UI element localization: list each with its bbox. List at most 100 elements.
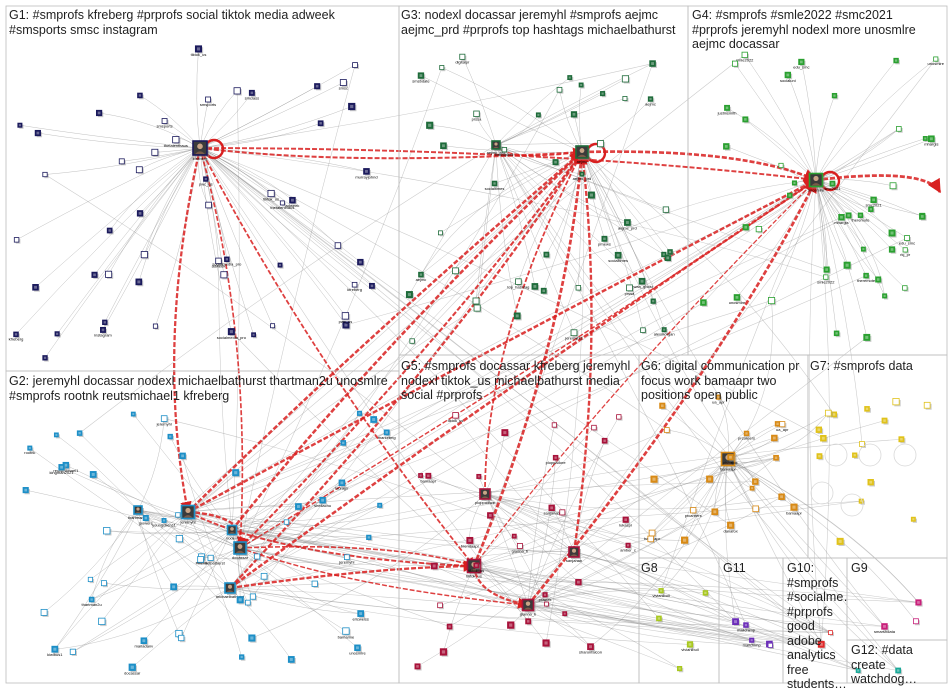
node-g5 bbox=[438, 603, 444, 609]
node-label: amber_c bbox=[620, 547, 636, 552]
node-g2: unosmlre bbox=[349, 645, 366, 656]
node-label: unosmlre bbox=[928, 61, 945, 66]
edge bbox=[579, 85, 582, 152]
edge bbox=[474, 64, 653, 566]
hub-label: unosmlre bbox=[808, 188, 825, 193]
node-g3 bbox=[663, 207, 670, 214]
node-g2 bbox=[131, 412, 137, 418]
edge bbox=[474, 501, 861, 566]
node-g3 bbox=[438, 231, 444, 237]
edge bbox=[496, 144, 601, 145]
hub-label: docassar bbox=[232, 555, 249, 560]
edge bbox=[197, 49, 200, 148]
node-label: ua_apr bbox=[776, 427, 789, 432]
edge bbox=[93, 474, 138, 510]
node-g1 bbox=[252, 333, 258, 339]
hub-label: gianna_b bbox=[520, 612, 537, 617]
node-label: kingman2021 bbox=[50, 470, 75, 475]
node-label: aejmc_prd bbox=[618, 225, 637, 230]
node-g2 bbox=[239, 655, 245, 661]
group-label-g7: G7: #smprofs data bbox=[810, 359, 942, 374]
group-label-g8: G8 bbox=[641, 561, 711, 576]
group-label-g3: G3: nodexl docassar jeremyhl #smprofs ae… bbox=[401, 8, 686, 37]
hub-node-g1: kfreberg bbox=[193, 141, 209, 161]
node-label: mailchimp bbox=[737, 627, 756, 632]
group-label-g12: G12: #data create watchdog… bbox=[851, 643, 943, 687]
node-g3: prssa bbox=[625, 285, 636, 296]
node-g2: thartman2u bbox=[82, 597, 102, 607]
node-g7 bbox=[865, 406, 871, 412]
hub-label: jeremyhl bbox=[179, 520, 195, 525]
node-label: ericweiss bbox=[352, 617, 368, 622]
node-g3: aejmc bbox=[416, 272, 427, 282]
node-g3 bbox=[622, 76, 630, 84]
hub-label: tiktok_us bbox=[466, 574, 482, 579]
edge bbox=[139, 148, 200, 282]
edge bbox=[816, 61, 896, 180]
node-g4: justinsmith bbox=[717, 105, 737, 115]
node-g2 bbox=[249, 635, 257, 643]
group-frame-g3 bbox=[399, 6, 688, 355]
node-g4: smle2022 bbox=[817, 275, 835, 284]
node-label: tiktok_us bbox=[263, 197, 279, 202]
node-g4 bbox=[768, 297, 776, 305]
node-g7 bbox=[817, 454, 824, 461]
node-label: murrayjohnd bbox=[355, 174, 377, 179]
node-label: unosmlre bbox=[349, 651, 366, 656]
node-label: socialuni bbox=[780, 78, 796, 83]
node-g5 bbox=[552, 423, 558, 429]
node-g1 bbox=[349, 103, 357, 111]
edge bbox=[654, 459, 728, 479]
edge bbox=[17, 148, 200, 240]
node-label: mariadanv bbox=[135, 644, 154, 649]
node-g1 bbox=[278, 263, 284, 269]
node-g4: unosmlre bbox=[729, 295, 746, 306]
node-g1 bbox=[153, 324, 159, 330]
edge bbox=[230, 588, 690, 644]
node-g3: digitalpr bbox=[455, 54, 470, 64]
edge bbox=[104, 583, 230, 589]
node-g1: tiktok_us bbox=[191, 46, 207, 57]
node-label: smle2022 bbox=[817, 279, 835, 284]
group-label-g10: G10: #smprofs #socialme… #prprofs good a… bbox=[787, 561, 847, 692]
node-g5 bbox=[477, 474, 483, 480]
node-g7 bbox=[868, 479, 875, 486]
node-g4 bbox=[832, 93, 838, 99]
edge bbox=[574, 438, 774, 552]
node-label: aejmc bbox=[645, 101, 656, 106]
node-g7 bbox=[899, 437, 906, 444]
node-g1 bbox=[152, 149, 160, 157]
node-g2 bbox=[101, 581, 108, 588]
node-label: edu_smc bbox=[899, 240, 915, 245]
edge bbox=[45, 148, 200, 358]
edge bbox=[496, 115, 538, 145]
hub-label: aejmc bbox=[577, 159, 588, 164]
node-g5 bbox=[440, 649, 448, 657]
node-g5: sharonfalcon bbox=[579, 644, 602, 655]
node-label: socialmedia_pro bbox=[217, 335, 247, 340]
node-g8 bbox=[703, 591, 709, 597]
node-g2: jeremyhl bbox=[156, 416, 172, 427]
hub-label: nodexl bbox=[226, 536, 238, 541]
node-g7 bbox=[825, 410, 832, 417]
node-g3 bbox=[440, 65, 446, 71]
node-label: kfreberg bbox=[9, 337, 24, 342]
group-label-g9: G9 bbox=[851, 561, 941, 576]
node-g1: smsports bbox=[200, 97, 216, 107]
node-label: docassar bbox=[124, 670, 141, 675]
node-label: lukaspr bbox=[619, 522, 633, 527]
node-label: bamaapr bbox=[420, 478, 436, 483]
node-g2 bbox=[168, 434, 174, 440]
node-label: prcareers bbox=[685, 513, 702, 518]
node-g3: ewan_ghost bbox=[631, 278, 653, 289]
node-label: jpowers bbox=[138, 521, 153, 526]
node-label: thetalenthaus bbox=[270, 205, 294, 210]
edge bbox=[200, 64, 653, 148]
node-g1 bbox=[92, 272, 99, 279]
node-g9 bbox=[913, 619, 920, 626]
node-g6 bbox=[660, 403, 667, 410]
hub-node-g2: nodexl bbox=[226, 526, 238, 541]
node-label: ploppadore bbox=[546, 460, 567, 465]
node-g8 bbox=[657, 616, 663, 622]
edge bbox=[485, 439, 901, 494]
